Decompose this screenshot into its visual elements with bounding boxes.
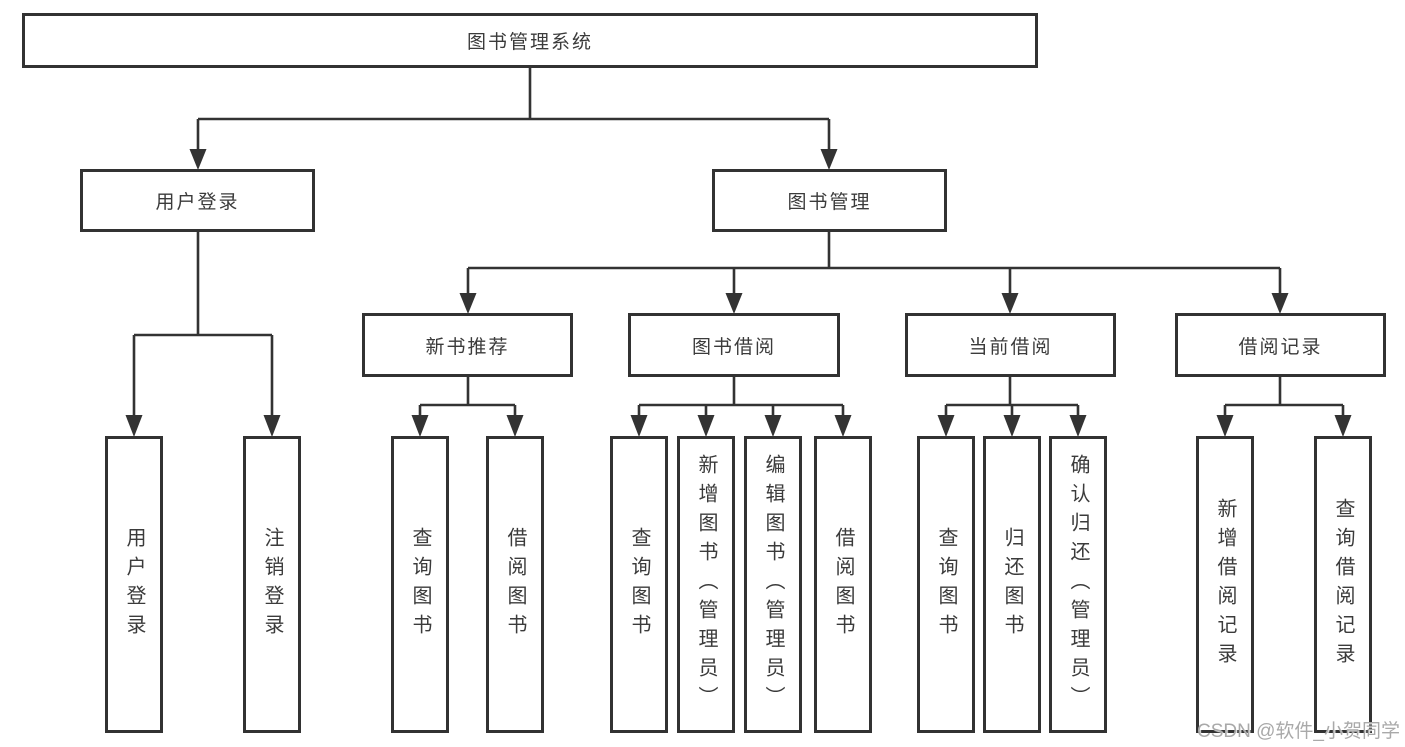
node-leaf-logout: 注销登录 bbox=[243, 436, 301, 733]
node-label: 图书管理系统 bbox=[466, 32, 593, 53]
node-leaf-borrow-books-1: 借阅图书 bbox=[486, 436, 544, 733]
node-label: 编辑图书（管理员） bbox=[762, 454, 784, 715]
node-leaf-add-book-admin: 新增图书（管理员） bbox=[677, 436, 735, 733]
node-leaf-user-login: 用户登录 bbox=[105, 436, 163, 733]
node-leaf-borrow-books-2: 借阅图书 bbox=[814, 436, 872, 733]
node-label: 图书管理 bbox=[787, 192, 872, 213]
node-library-system: 图书管理系统 bbox=[22, 13, 1038, 68]
node-leaf-query-borrow-record: 查询借阅记录 bbox=[1314, 436, 1372, 733]
node-leaf-confirm-return-admin: 确认归还（管理员） bbox=[1049, 436, 1107, 733]
node-label: 注销登录 bbox=[261, 526, 283, 643]
node-leaf-query-books-1: 查询图书 bbox=[391, 436, 449, 733]
node-label: 用户登录 bbox=[123, 526, 145, 643]
node-label: 新增借阅记录 bbox=[1214, 497, 1236, 672]
node-label: 归还图书 bbox=[1001, 526, 1023, 643]
node-label: 图书借阅 bbox=[691, 336, 776, 358]
node-label: 借阅图书 bbox=[504, 526, 526, 643]
watermark: CSDN @软件_小贺同学 bbox=[1197, 721, 1400, 742]
node-label: 借阅记录 bbox=[1238, 336, 1323, 358]
node-leaf-query-books-2: 查询图书 bbox=[610, 436, 668, 733]
node-label: 确认归还（管理员） bbox=[1067, 454, 1089, 715]
node-label: 查询图书 bbox=[935, 526, 957, 643]
node-new-book-recommend: 新书推荐 bbox=[362, 313, 573, 377]
node-label: 当前借阅 bbox=[968, 336, 1053, 358]
node-leaf-add-borrow-record: 新增借阅记录 bbox=[1196, 436, 1254, 733]
node-current-borrow: 当前借阅 bbox=[905, 313, 1116, 377]
node-book-borrow: 图书借阅 bbox=[628, 313, 840, 377]
node-label: 查询借阅记录 bbox=[1332, 497, 1354, 672]
node-label: 新书推荐 bbox=[425, 336, 510, 358]
node-label: 用户登录 bbox=[155, 192, 240, 213]
node-label: 查询图书 bbox=[628, 526, 650, 643]
node-leaf-query-books-3: 查询图书 bbox=[917, 436, 975, 733]
node-borrow-records: 借阅记录 bbox=[1175, 313, 1386, 377]
node-label: 借阅图书 bbox=[832, 526, 854, 643]
node-leaf-edit-book-admin: 编辑图书（管理员） bbox=[744, 436, 802, 733]
node-label: 新增图书（管理员） bbox=[695, 454, 717, 715]
node-leaf-return-book: 归还图书 bbox=[983, 436, 1041, 733]
node-book-management: 图书管理 bbox=[712, 169, 947, 232]
node-label: 查询图书 bbox=[409, 526, 431, 643]
node-user-login: 用户登录 bbox=[80, 169, 315, 232]
